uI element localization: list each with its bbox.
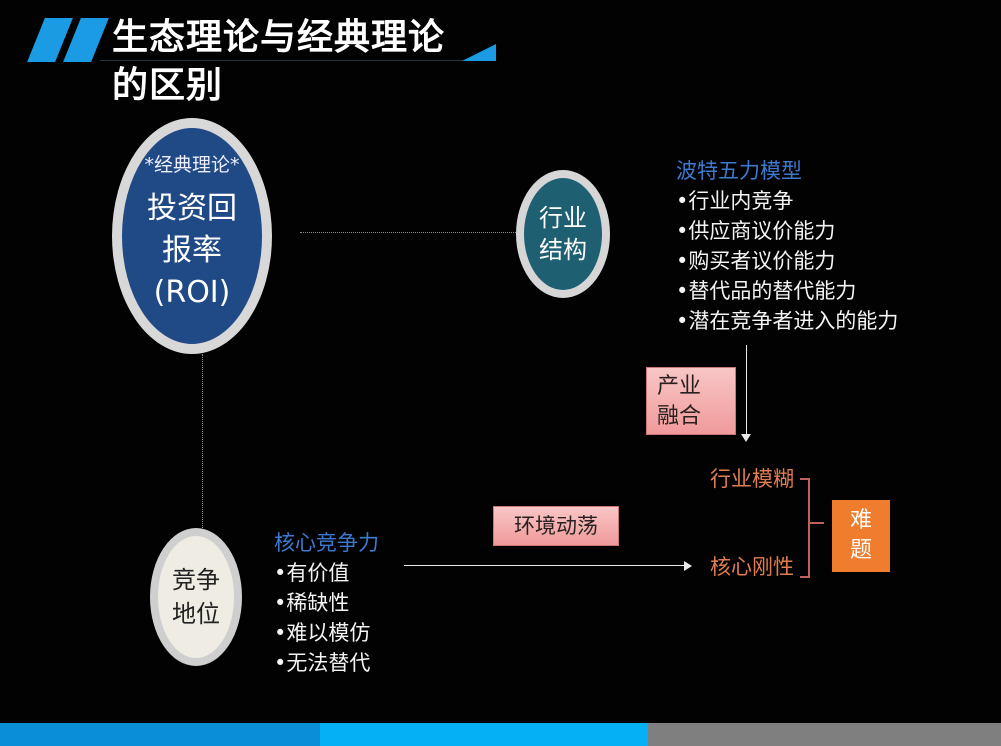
- list-item: •潜在竞争者进入的能力: [676, 309, 899, 333]
- footer-color-bar: [0, 723, 1001, 746]
- core-competence-list: 核心竞争力 •有价值 •稀缺性 •难以模仿 •无法替代: [274, 528, 379, 678]
- roi-label: 投资回 报率 (ROI): [147, 188, 237, 314]
- porter-to-blur-line: [746, 345, 747, 437]
- slide-title-line-2: 的区别: [112, 65, 224, 106]
- difficulty-line-1: 难: [849, 508, 872, 533]
- list-item: •有价值: [274, 561, 350, 585]
- competitive-position-label: 竞争 地位: [172, 563, 220, 631]
- roi-to-industry-connector: [300, 232, 516, 233]
- core-rigidity-label: 核心刚性: [710, 555, 794, 579]
- industry-structure-node: 行业 结构: [516, 170, 610, 298]
- arrow-right-icon: [684, 561, 692, 571]
- list-item: •替代品的替代能力: [676, 279, 857, 303]
- industry-blur-label: 行业模糊: [710, 467, 794, 491]
- porter-heading: 波特五力模型: [676, 159, 802, 183]
- outcome-bracket: [800, 478, 810, 578]
- footer-segment-3: [648, 723, 1001, 746]
- porter-five-forces-list: 波特五力模型 •行业内竞争 •供应商议价能力 •购买者议价能力 •替代品的替代能…: [676, 156, 898, 336]
- industry-structure-line-1: 行业: [539, 204, 587, 232]
- competitive-position-node: 竞争 地位: [150, 528, 242, 666]
- list-item: •难以模仿: [274, 621, 371, 645]
- industry-structure-label: 行业 结构: [539, 202, 587, 266]
- list-item: •行业内竞争: [676, 189, 794, 213]
- title-accent-triangle: [462, 44, 496, 61]
- roi-label-line-1: 投资回: [147, 191, 237, 226]
- roi-label-line-3: (ROI): [153, 275, 231, 310]
- roi-to-compete-connector: [202, 354, 203, 528]
- outcome-bracket-tick: [810, 522, 824, 524]
- title-underline: [100, 60, 480, 61]
- slide-title-line-1: 生态理论与经典理论: [112, 17, 446, 58]
- industry-fusion-line-2: 融合: [657, 404, 702, 429]
- core-to-rigidity-line: [404, 565, 686, 566]
- difficulty-line-2: 题: [849, 538, 872, 563]
- roi-label-line-2: 报率: [162, 233, 222, 268]
- environment-turbulence-box: 环境动荡: [493, 506, 619, 546]
- roi-subtitle: *经典理论*: [144, 154, 240, 176]
- industry-fusion-line-1: 产业: [657, 374, 702, 399]
- list-item: •稀缺性: [274, 591, 350, 615]
- industry-fusion-box: 产业 融合: [646, 367, 736, 435]
- arrow-down-icon: [741, 434, 751, 442]
- competitive-position-line-1: 竞争: [172, 566, 220, 594]
- footer-segment-2: [320, 723, 648, 746]
- list-item: •供应商议价能力: [676, 219, 836, 243]
- list-item: •无法替代: [274, 651, 371, 675]
- roi-node: *经典理论* 投资回 报率 (ROI): [112, 118, 272, 354]
- core-heading: 核心竞争力: [274, 531, 379, 555]
- competitive-position-line-2: 地位: [172, 600, 220, 628]
- list-item: •购买者议价能力: [676, 249, 836, 273]
- slide-title: 生态理论与经典理论 的区别: [112, 14, 445, 110]
- difficulty-box: 难 题: [832, 500, 890, 572]
- footer-segment-1: [0, 723, 320, 746]
- industry-structure-line-2: 结构: [539, 236, 587, 264]
